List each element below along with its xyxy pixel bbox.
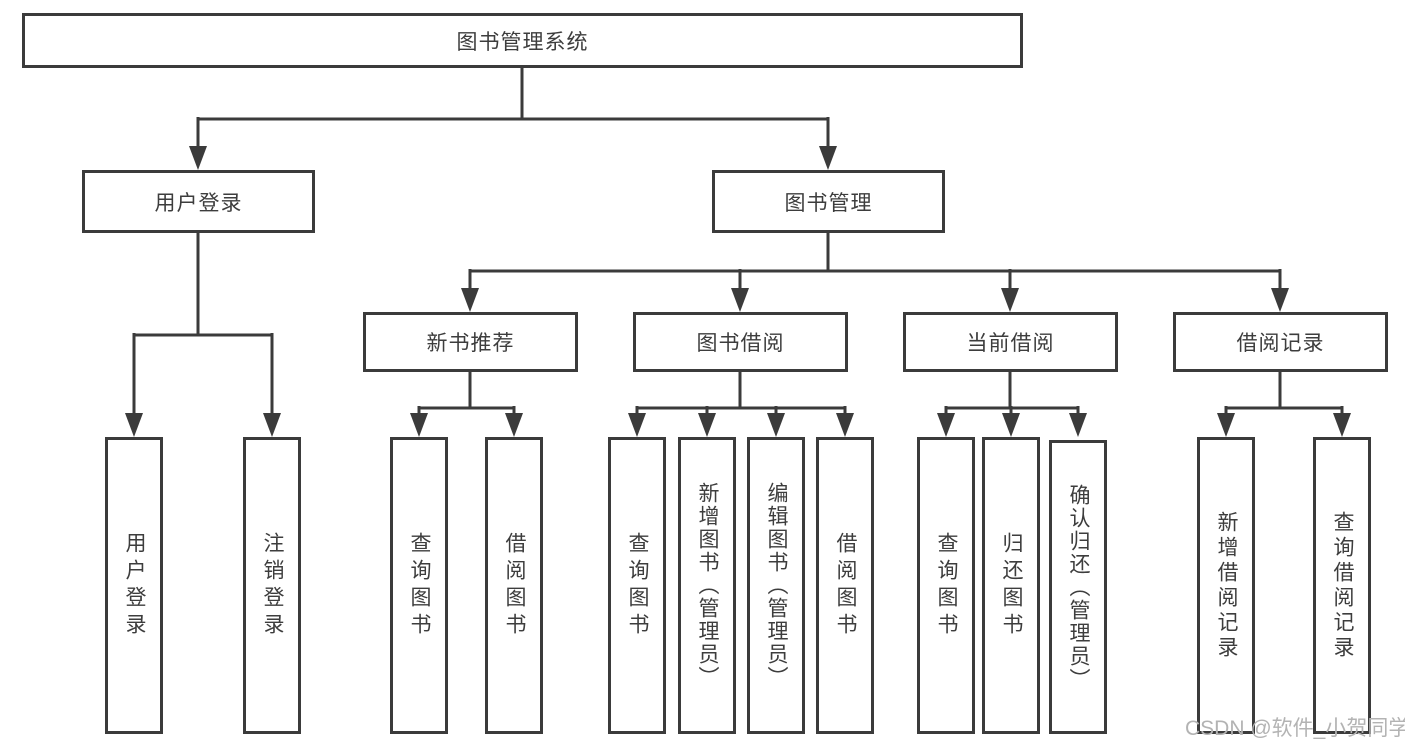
- arrowhead-icon: [125, 413, 143, 437]
- node-current-query-books: 查询图书: [917, 437, 975, 734]
- arrowhead-icon: [1001, 288, 1019, 312]
- node-recommend-query-books: 查询图书: [390, 437, 448, 734]
- node-borrow-borrow-books: 借阅图书: [816, 437, 874, 734]
- node-login-logout: 注销登录: [243, 437, 301, 734]
- node-login-user-login: 用户登录: [105, 437, 163, 734]
- arrowhead-icon: [1002, 413, 1020, 437]
- node-borrow-add-books-admin: 新增图书（管理员）: [678, 437, 736, 734]
- arrowhead-icon: [836, 413, 854, 437]
- node-current-borrowing: 当前借阅: [903, 312, 1118, 372]
- arrowhead-icon: [628, 413, 646, 437]
- node-user-login: 用户登录: [82, 170, 315, 233]
- node-root: 图书管理系统: [22, 13, 1023, 68]
- csdn-watermark: CSDN @软件_小贺同学: [1185, 717, 1405, 740]
- node-borrow-query-books: 查询图书: [608, 437, 666, 734]
- node-book-borrowing: 图书借阅: [633, 312, 848, 372]
- arrowhead-icon: [1217, 413, 1235, 437]
- arrowhead-icon: [819, 146, 837, 170]
- arrowhead-icon: [505, 413, 523, 437]
- arrowhead-icon: [189, 146, 207, 170]
- node-current-confirm-return-admin: 确认归还（管理员）: [1049, 440, 1107, 734]
- node-recommend-borrow-books: 借阅图书: [485, 437, 543, 734]
- node-records-query-record: 查询借阅记录: [1313, 437, 1371, 734]
- node-borrow-edit-books-admin: 编辑图书（管理员）: [747, 437, 805, 734]
- arrowhead-icon: [767, 413, 785, 437]
- arrowhead-icon: [937, 413, 955, 437]
- arrowhead-icon: [731, 288, 749, 312]
- arrowhead-icon: [263, 413, 281, 437]
- arrowhead-icon: [1069, 413, 1087, 437]
- node-book-management: 图书管理: [712, 170, 945, 233]
- arrowhead-icon: [698, 413, 716, 437]
- node-records-add-record: 新增借阅记录: [1197, 437, 1255, 734]
- node-current-return-books: 归还图书: [982, 437, 1040, 734]
- arrowhead-icon: [1333, 413, 1351, 437]
- arrowhead-icon: [461, 288, 479, 312]
- node-borrowing-records: 借阅记录: [1173, 312, 1388, 372]
- arrowhead-icon: [410, 413, 428, 437]
- node-new-book-recommend: 新书推荐: [363, 312, 578, 372]
- arrowhead-icon: [1271, 288, 1289, 312]
